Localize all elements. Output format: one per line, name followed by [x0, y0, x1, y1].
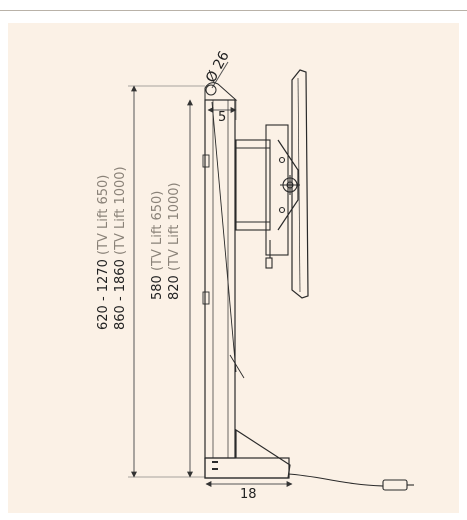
lift-base — [204, 428, 291, 479]
diameter-leader — [211, 61, 229, 89]
tv-screen — [291, 69, 309, 299]
total-height-label-1000: 860 - 1860 (TV Lift 1000) — [113, 166, 128, 330]
power-cable — [287, 473, 414, 491]
lift-column — [202, 82, 245, 459]
lift-stroke-label-650: 580 (TV Lift 650) — [150, 190, 165, 300]
drawing-panel — [8, 23, 459, 513]
lift-stroke-label-1000: 820 (TV Lift 1000) — [167, 182, 182, 300]
offset-label: 5 — [218, 110, 227, 125]
tv-mount-bracket — [235, 124, 300, 269]
top-divider — [0, 0, 467, 11]
total-height-label-650: 620 - 1270 (TV Lift 650) — [96, 174, 111, 330]
base-width-label: 18 — [240, 487, 257, 502]
